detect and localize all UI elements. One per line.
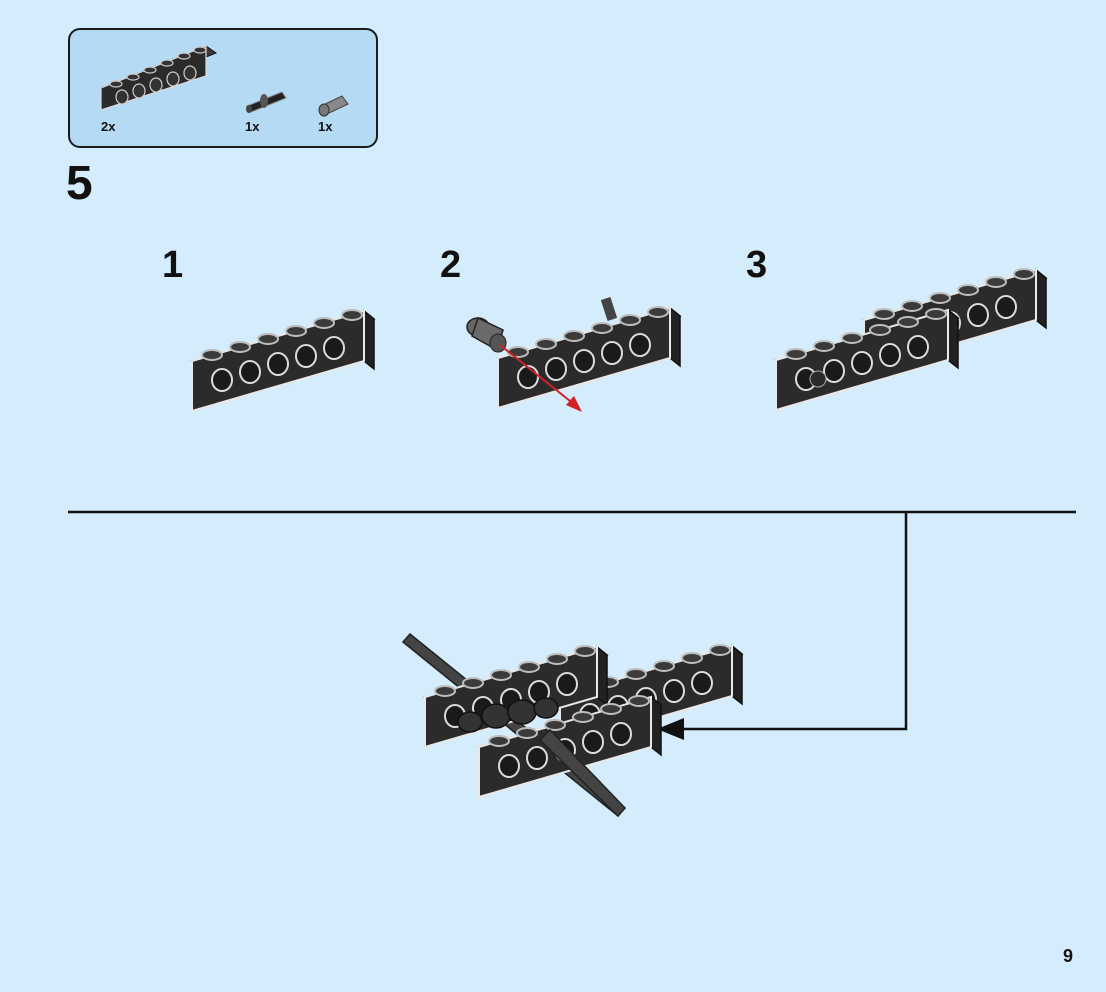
substep2-pin xyxy=(466,316,507,353)
substep-label-1: 1 xyxy=(162,244,184,286)
main-assembly xyxy=(401,632,743,818)
insertion-arrow-line xyxy=(499,344,576,406)
part-pin-icon xyxy=(246,91,287,113)
insertion-arrow-head xyxy=(566,396,582,412)
substep2-assembly xyxy=(466,296,681,412)
callout-arrow-line xyxy=(680,512,908,731)
part-quantity-bush: 1x xyxy=(318,119,333,134)
axle-connector xyxy=(457,697,559,733)
part-brick-icon xyxy=(99,45,218,111)
callout-arrow-head xyxy=(657,718,684,740)
substep3-assembly xyxy=(775,268,1047,411)
part-bush-icon xyxy=(318,95,349,117)
substep-label-3: 3 xyxy=(746,244,768,286)
part-quantity-pin: 1x xyxy=(245,119,260,134)
step-number: 5 xyxy=(66,157,93,210)
substep-label-2: 2 xyxy=(440,244,462,286)
part-quantity-brick: 2x xyxy=(101,119,116,134)
page-number: 9 xyxy=(1063,946,1074,966)
substep1-brick xyxy=(191,309,375,412)
